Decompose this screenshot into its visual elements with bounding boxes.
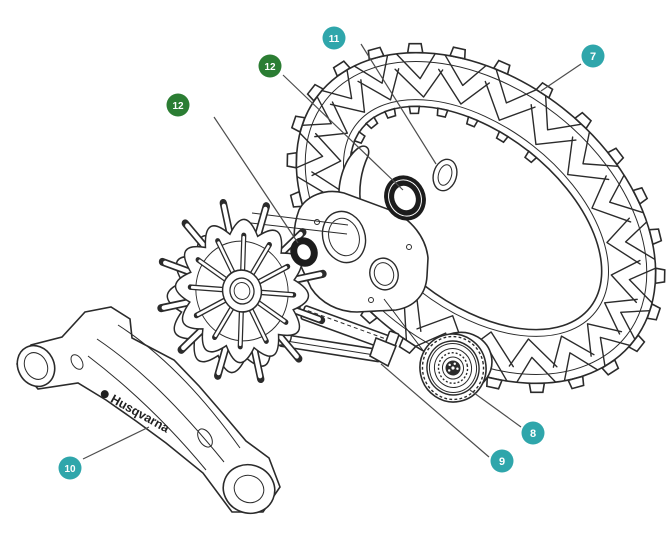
- arm-boss-right: [222, 463, 276, 515]
- badge-circle: [322, 26, 346, 50]
- callout-badge-12-3[interactable]: 12: [166, 93, 190, 117]
- leader-lines: [82, 43, 582, 460]
- bearing-bracket: [250, 145, 451, 387]
- leader-line: [380, 363, 490, 458]
- drive-sprocket: [157, 198, 327, 384]
- leader-line: [82, 426, 150, 460]
- badge-label: 8: [530, 428, 536, 440]
- badge-circle: [166, 93, 190, 117]
- badge-circle: [258, 54, 282, 78]
- callout-badge-8-5[interactable]: 8: [521, 421, 545, 445]
- badge-circle: [581, 44, 605, 68]
- husqvarna-crown-logo: [100, 390, 109, 399]
- badge-circle: [58, 456, 82, 480]
- seal-ring-upper: [384, 175, 426, 221]
- wheel: [419, 331, 493, 403]
- callout-badge-10-4[interactable]: 10: [58, 456, 82, 480]
- badge-circle: [490, 449, 514, 473]
- callout-badge-7-0[interactable]: 7: [581, 44, 605, 68]
- swing-arm: Husqvarna: [15, 306, 281, 515]
- badge-label: 7: [590, 51, 596, 63]
- leader-line: [360, 43, 437, 165]
- badge-label: 11: [329, 34, 340, 45]
- seal-ring-lower: [290, 237, 318, 267]
- callout-badge-12-2[interactable]: 12: [258, 54, 282, 78]
- badge-label: 10: [64, 464, 76, 475]
- badge-label: 9: [499, 456, 505, 468]
- badge-label: 12: [172, 101, 184, 112]
- callout-badge-9-6[interactable]: 9: [490, 449, 514, 473]
- leader-line: [540, 63, 582, 92]
- leader-line: [282, 74, 404, 191]
- badge-circle: [521, 421, 545, 445]
- leader-line: [213, 116, 299, 244]
- leader-line: [469, 389, 522, 428]
- callout-badge-11-1[interactable]: 11: [322, 26, 346, 50]
- callout-badges: 7 11 12 12 10 8 9: [58, 26, 605, 480]
- o-ring: [432, 158, 458, 192]
- badge-label: 12: [264, 62, 276, 73]
